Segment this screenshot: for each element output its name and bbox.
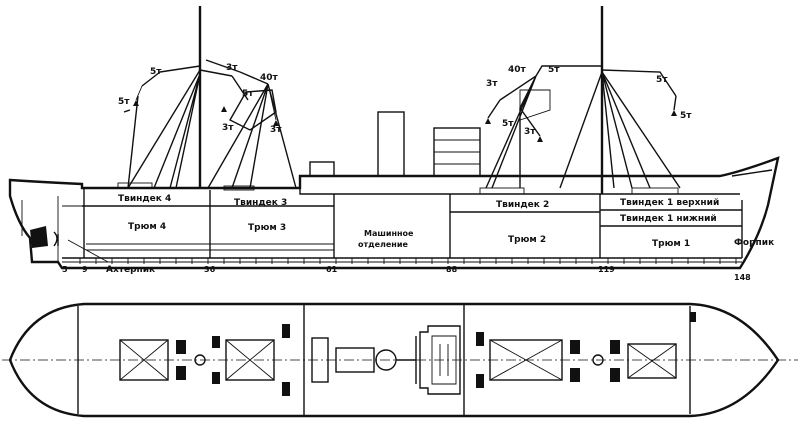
label-hold-4: Трюм 4 (128, 222, 166, 232)
frame-number-148: 148 (734, 273, 751, 282)
frame-number-9: 9 (82, 265, 88, 274)
engine-casing (311, 325, 461, 395)
rudder-icon (30, 226, 48, 248)
side-profile: 5т 5т 3т 40т 5т 3т 3т 40т 3т 3т 5т 5т 5т… (8, 6, 780, 282)
superstructure (117, 111, 679, 195)
label-engine-room-2: отделение (358, 240, 408, 249)
hatch-4 (119, 339, 169, 381)
propeller-icon (53, 231, 59, 247)
boom-label-aft-5t-mid: 5т (242, 89, 254, 99)
boom-label-aft-3t-b: 3т (270, 125, 282, 135)
boom-label-aft-5t-top: 5т (150, 67, 162, 77)
label-hold-2: Трюм 2 (508, 235, 546, 245)
frame-number-119: 119 (598, 265, 615, 274)
bulkheads (83, 188, 743, 258)
plan-deck-outline (8, 302, 780, 418)
tween-deck-line (82, 205, 742, 213)
label-tween-2: Твиндек 2 (496, 200, 549, 210)
label-forepeak: Форпик (734, 238, 774, 248)
frame-number-61: 61 (326, 265, 338, 274)
plan-view (2, 302, 798, 418)
boom-label-fwd-40t: 40т (508, 65, 527, 75)
label-hold-1: Трюм 1 (652, 239, 690, 249)
frame-number-5: 5 (62, 265, 68, 274)
cargo-hooks (133, 100, 677, 142)
frame-numbers: 5 9 36 61 88 119 148 (62, 265, 751, 282)
label-tween-3: Твиндек 3 (234, 198, 287, 208)
hull-outline (8, 156, 780, 270)
boom-label-aft-3t-top: 3т (226, 63, 238, 73)
boom-label-aft-3t-a: 3т (222, 123, 234, 133)
boom-label-aft-40t: 40т (260, 73, 279, 83)
frame-number-36: 36 (204, 265, 216, 274)
label-hold-3: Трюм 3 (248, 223, 286, 233)
label-tween-4: Твиндек 4 (118, 194, 171, 204)
boom-capacity-labels: 5т 5т 3т 40т 5т 3т 3т 40т 3т 3т 5т 5т 5т… (118, 63, 692, 137)
label-tween-1-lower: Твиндек 1 нижний (620, 214, 717, 224)
stern-frames (21, 196, 84, 262)
aft-cargo-booms (123, 59, 297, 189)
hatch-1 (627, 343, 677, 379)
frame-number-88: 88 (446, 265, 458, 274)
boom-label-fwd-5t-b: 5т (502, 119, 514, 129)
main-deck-line (82, 169, 773, 195)
boom-label-fwd-5t-c: 5т (656, 75, 668, 85)
boom-label-fwd-5t-right: 5т (680, 111, 692, 121)
boom-label-fwd-3t-b: 3т (524, 127, 536, 137)
boom-label-fwd-3t-a: 3т (486, 79, 498, 89)
boom-label-fwd-5t-a: 5т (548, 65, 560, 75)
fwd-cargo-booms (485, 65, 681, 189)
label-afterpeak: Ахтерпик (106, 265, 155, 275)
boom-label-aft-5t-left: 5т (118, 97, 130, 107)
hatch-2 (489, 339, 563, 381)
shaft-tunnel (86, 243, 334, 251)
afterpeak-leader (67, 239, 109, 263)
label-tween-1-upper: Твиндек 1 верхний (620, 198, 719, 208)
winches (176, 312, 696, 396)
plan-transverse-lines (77, 304, 691, 416)
hatch-3 (225, 339, 275, 381)
space-labels: Твиндек 4 Твиндек 3 Твиндек 2 Твиндек 1 … (106, 194, 774, 275)
frame-ticks (79, 258, 737, 264)
label-engine-room-1: Машинное (364, 229, 414, 238)
